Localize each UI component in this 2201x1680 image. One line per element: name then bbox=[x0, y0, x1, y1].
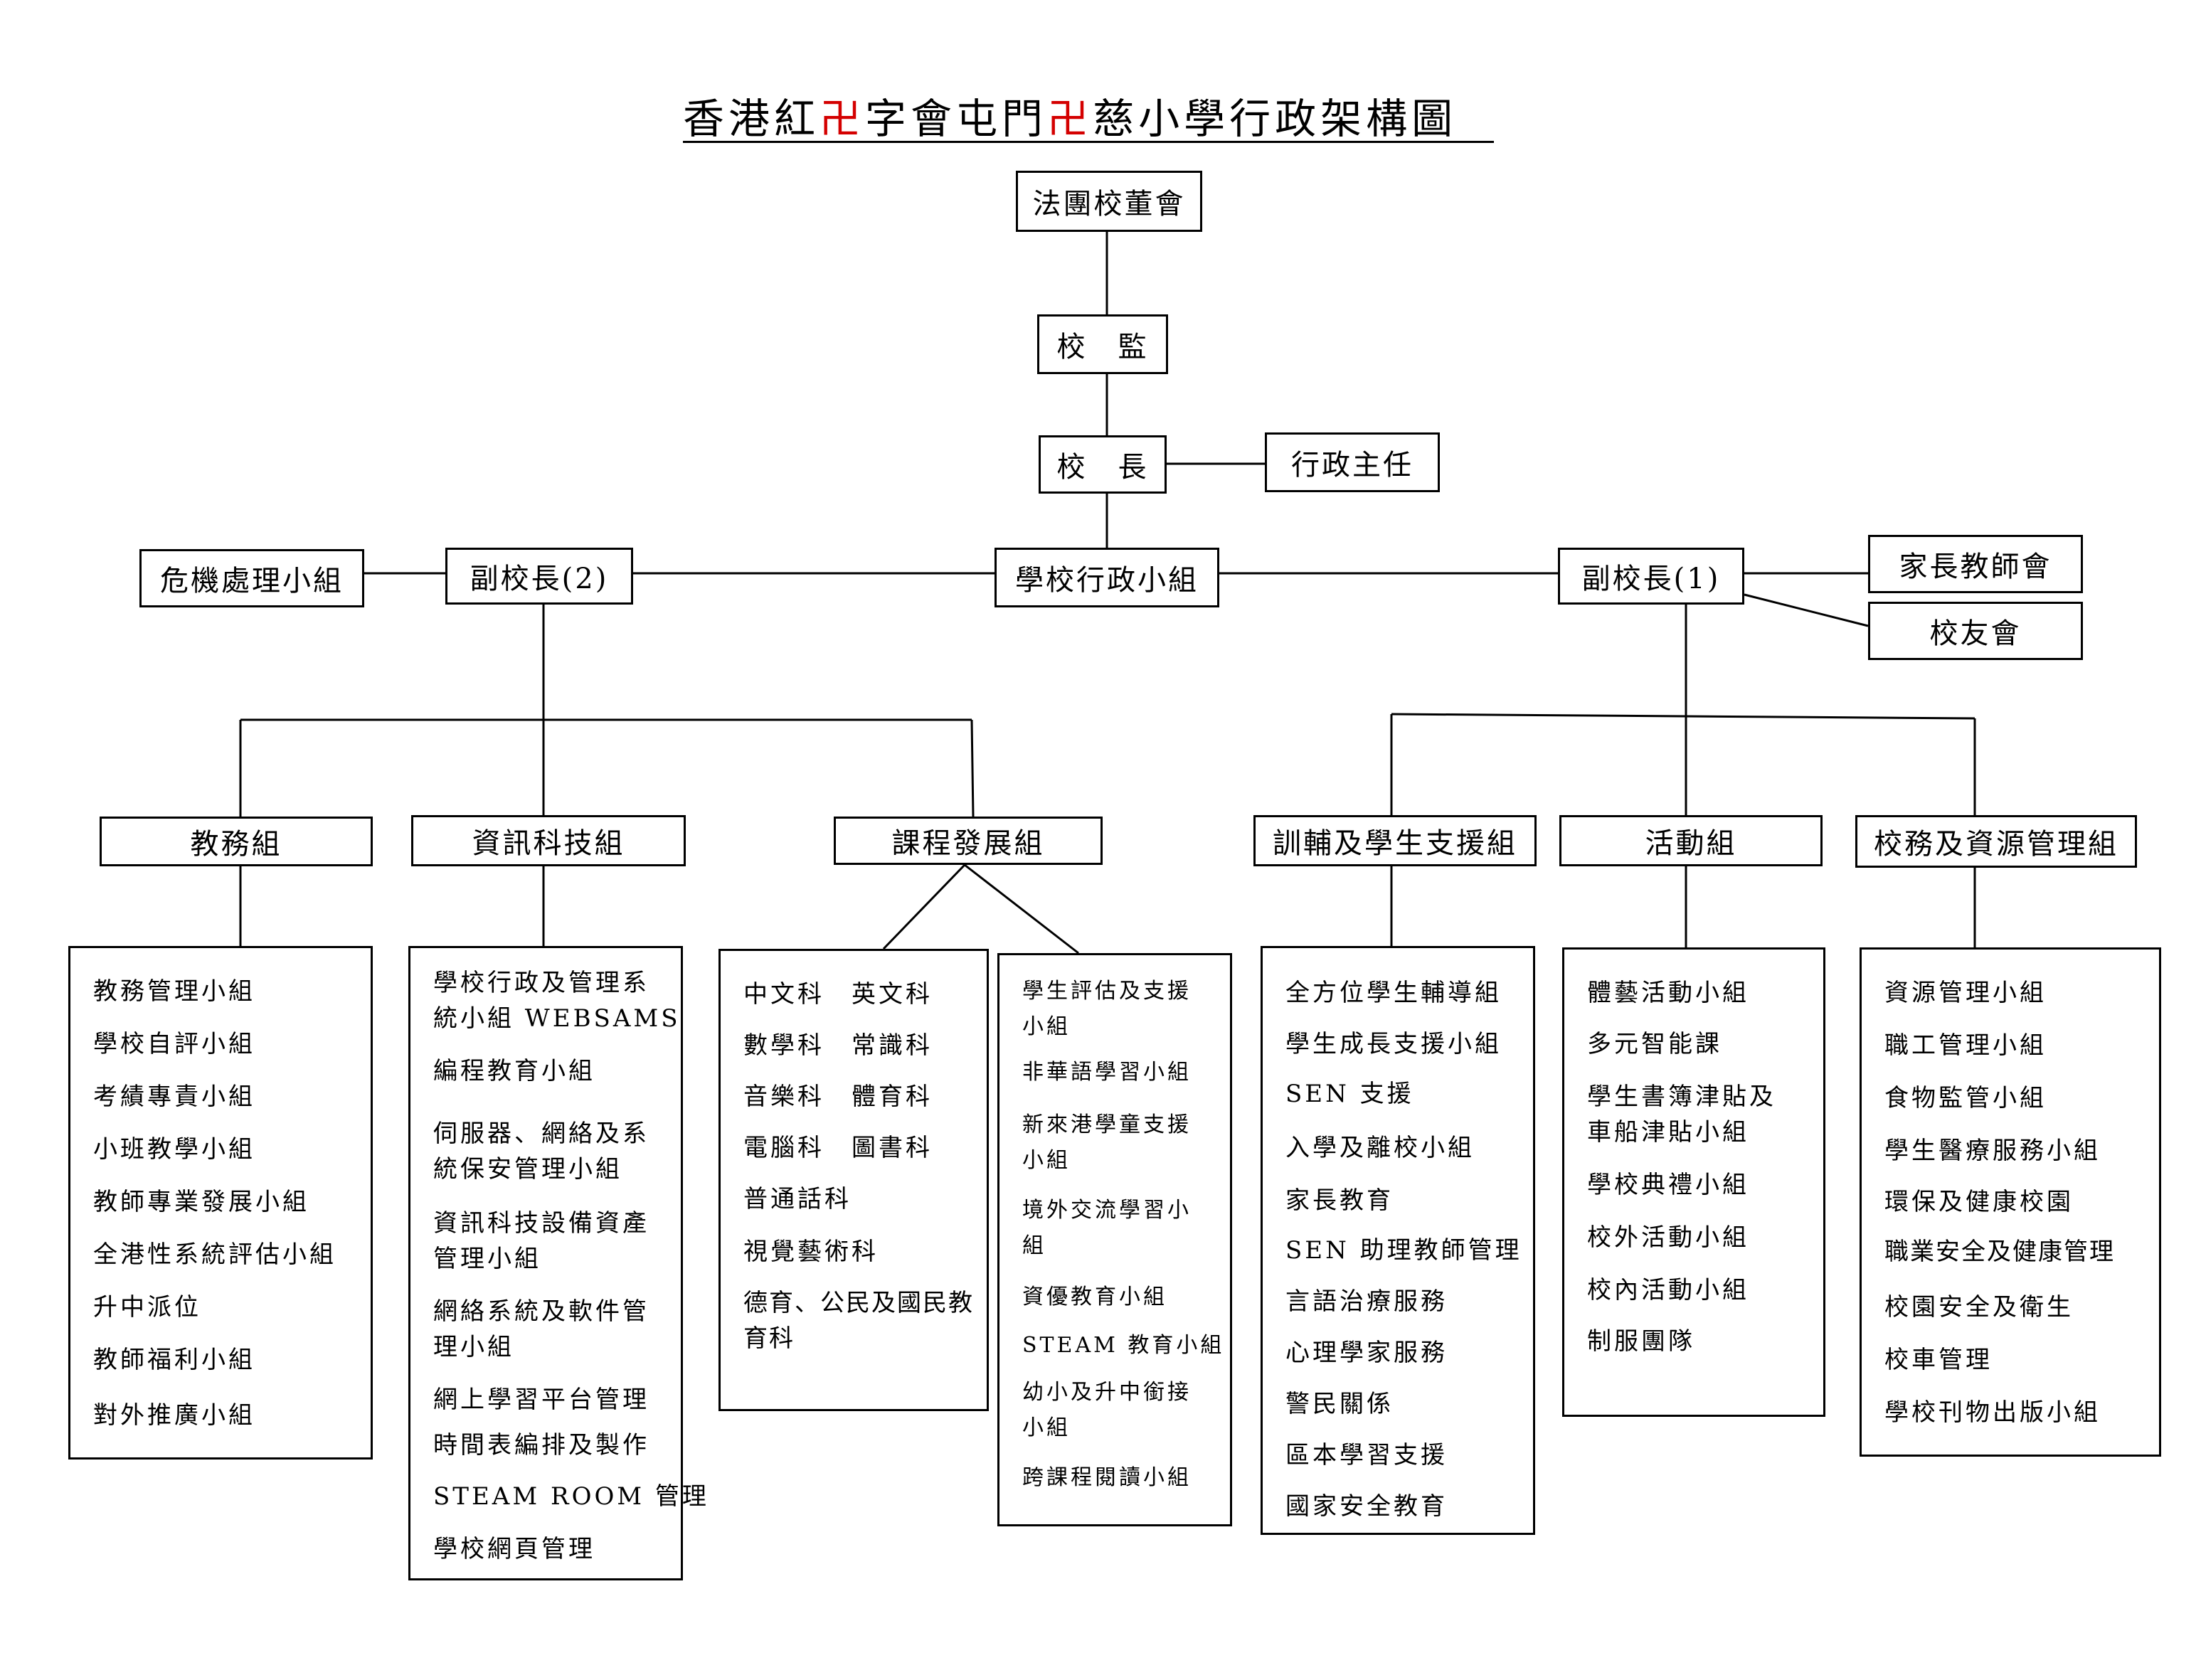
list-item: 數學科 常識科 bbox=[743, 1031, 933, 1060]
list-item: 德育、公民及國民教 育科 bbox=[743, 1289, 974, 1353]
curriculum-groups-list: 學生評估及支援 小組 非華語學習小組 新來港學童支援 小組 境外交流學習小 組 … bbox=[997, 953, 1232, 1526]
dept-resources: 校務及資源管理組 bbox=[1855, 815, 2137, 868]
list-item: 跨課程閱讀小組 bbox=[1022, 1465, 1192, 1490]
list-item: STEAM ROOM 管理 bbox=[433, 1482, 709, 1511]
list-item: 網上學習平台管理 bbox=[433, 1386, 649, 1414]
list-item: 教師專業發展小組 bbox=[93, 1188, 309, 1216]
list-item: 言語治療服務 bbox=[1285, 1287, 1448, 1316]
list-item: 環保及健康校園 bbox=[1884, 1188, 2074, 1216]
dept-it: 資訊科技組 bbox=[411, 815, 686, 866]
dept-guidance: 訓輔及學生支援組 bbox=[1253, 815, 1537, 866]
list-item: 校車管理 bbox=[1884, 1346, 1993, 1374]
list-item: 校外活動小組 bbox=[1587, 1223, 1749, 1252]
node-supervisor: 校 監 bbox=[1037, 314, 1168, 374]
resources-list: 資源管理小組 職工管理小組 食物監管小組 學生醫療服務小組 環保及健康校園 職業… bbox=[1860, 947, 2161, 1457]
list-item: 網絡系統及軟件管 理小組 bbox=[433, 1297, 649, 1361]
dept-curriculum: 課程發展組 bbox=[834, 817, 1103, 865]
node-admin-team: 學校行政小組 bbox=[995, 548, 1219, 607]
title-part-3: 慈小學行政架構圖 bbox=[1093, 95, 1458, 143]
it-list: 學校行政及管理系 統小組 WEBSAMS 編程教育小組 伺服器、網絡及系 統保安… bbox=[408, 946, 706, 1580]
list-item: 心理學家服務 bbox=[1285, 1339, 1448, 1367]
list-item: 電腦科 圖書科 bbox=[743, 1134, 933, 1162]
list-item: 資源管理小組 bbox=[1884, 979, 2047, 1007]
title-underline bbox=[683, 141, 1494, 143]
line-right-bus bbox=[1391, 713, 1975, 720]
list-item: 學校行政及管理系 統小組 WEBSAMS bbox=[433, 969, 681, 1033]
node-principal: 校 長 bbox=[1039, 435, 1167, 494]
list-item: 小班教學小組 bbox=[93, 1135, 255, 1164]
list-item: 全港性系統評估小組 bbox=[93, 1240, 336, 1269]
list-item: 新來港學童支援 小組 bbox=[1022, 1112, 1192, 1173]
curriculum-subjects-list: 中文科 英文科 數學科 常識科 音樂科 體育科 電腦科 圖書科 普通話科 視覺藝… bbox=[718, 949, 989, 1411]
activities-list: 體藝活動小組 多元智能課 學生書簿津貼及 車船津貼小組 學校典禮小組 校外活動小… bbox=[1562, 947, 1825, 1417]
list-item: 學校自評小組 bbox=[93, 1030, 255, 1058]
list-item: 非華語學習小組 bbox=[1022, 1060, 1192, 1085]
list-item: 伺服器、網絡及系 統保安管理小組 bbox=[433, 1120, 649, 1184]
list-item: 考績專責小組 bbox=[93, 1083, 255, 1111]
list-item: SEN 支援 bbox=[1285, 1080, 1414, 1108]
list-item: 學校網頁管理 bbox=[433, 1535, 595, 1563]
list-item: 幼小及升中銜接 小組 bbox=[1022, 1380, 1192, 1440]
list-item: 視覺藝術科 bbox=[743, 1238, 879, 1266]
list-item: 教務管理小組 bbox=[93, 977, 255, 1006]
list-item: 家長教育 bbox=[1285, 1186, 1394, 1215]
list-item: 職業安全及健康管理 bbox=[1884, 1238, 2115, 1266]
node-vice-principal-2: 副校長(2) bbox=[445, 548, 633, 605]
list-item: 學校刊物出版小組 bbox=[1884, 1398, 2101, 1427]
swastika-symbol-1: 卍 bbox=[820, 95, 866, 143]
academic-list: 教務管理小組 學校自評小組 考績專責小組 小班教學小組 教師專業發展小組 全港性… bbox=[68, 946, 373, 1460]
list-item: 警民關係 bbox=[1285, 1390, 1394, 1418]
dept-academic: 教務組 bbox=[100, 817, 373, 866]
node-alumni: 校友會 bbox=[1868, 602, 2083, 660]
list-item: 編程教育小組 bbox=[433, 1057, 595, 1085]
line-bus-curriculum bbox=[970, 719, 975, 817]
list-item: 入學及離校小組 bbox=[1285, 1134, 1475, 1162]
node-pta: 家長教師會 bbox=[1868, 535, 2083, 593]
list-item: 普通話科 bbox=[743, 1185, 852, 1213]
list-item: 升中派位 bbox=[93, 1293, 201, 1322]
node-board: 法團校董會 bbox=[1016, 171, 1202, 232]
list-item: 區本學習支援 bbox=[1285, 1441, 1448, 1469]
list-item: 職工管理小組 bbox=[1884, 1031, 2047, 1060]
list-item: 學校典禮小組 bbox=[1587, 1171, 1749, 1199]
list-item: 全方位學生輔導組 bbox=[1285, 979, 1502, 1007]
list-item: 對外推廣小組 bbox=[93, 1401, 255, 1430]
line-vp1-alumni bbox=[1744, 593, 1869, 627]
list-item: 體藝活動小組 bbox=[1587, 979, 1749, 1007]
list-item: 資優教育小組 bbox=[1022, 1285, 1167, 1309]
list-item: 學生醫療服務小組 bbox=[1884, 1137, 2101, 1165]
list-item: 時間表編排及製作 bbox=[433, 1431, 649, 1460]
chart-title: 香港紅卍字會屯門卍慈小學行政架構圖 bbox=[683, 85, 1494, 143]
line-curriculum-subjects bbox=[882, 863, 966, 950]
node-vice-principal-1: 副校長(1) bbox=[1558, 548, 1744, 605]
list-item: STEAM 教育小組 bbox=[1022, 1333, 1225, 1358]
list-item: SEN 助理教師管理 bbox=[1285, 1236, 1522, 1265]
list-item: 校內活動小組 bbox=[1587, 1276, 1749, 1304]
list-item: 學生評估及支援 小組 bbox=[1022, 979, 1192, 1039]
list-item: 境外交流學習小 組 bbox=[1022, 1198, 1192, 1258]
node-admin-director: 行政主任 bbox=[1265, 432, 1440, 492]
list-item: 國家安全教育 bbox=[1285, 1492, 1448, 1521]
guidance-list: 全方位學生輔導組 學生成長支援小組 SEN 支援 入學及離校小組 家長教育 SE… bbox=[1261, 946, 1535, 1535]
list-item: 資訊科技設備資產 管理小組 bbox=[433, 1209, 649, 1273]
list-item: 多元智能課 bbox=[1587, 1030, 1722, 1058]
list-item: 校園安全及衛生 bbox=[1884, 1293, 2074, 1322]
node-crisis-team: 危機處理小組 bbox=[139, 549, 364, 607]
list-item: 學生成長支援小組 bbox=[1285, 1030, 1502, 1058]
list-item: 制服團隊 bbox=[1587, 1327, 1695, 1356]
dept-activities: 活動組 bbox=[1559, 815, 1823, 866]
list-item: 食物監管小組 bbox=[1884, 1084, 2047, 1112]
title-part-2: 字會屯門 bbox=[865, 95, 1048, 143]
list-item: 中文科 英文科 bbox=[743, 980, 933, 1009]
swastika-symbol-2: 卍 bbox=[1047, 95, 1093, 143]
list-item: 教師福利小組 bbox=[93, 1346, 255, 1374]
title-part-1: 香港紅 bbox=[683, 95, 820, 143]
line-curriculum-groups bbox=[964, 863, 1079, 955]
list-item: 音樂科 體育科 bbox=[743, 1083, 933, 1111]
list-item: 學生書簿津貼及 車船津貼小組 bbox=[1587, 1083, 1776, 1147]
